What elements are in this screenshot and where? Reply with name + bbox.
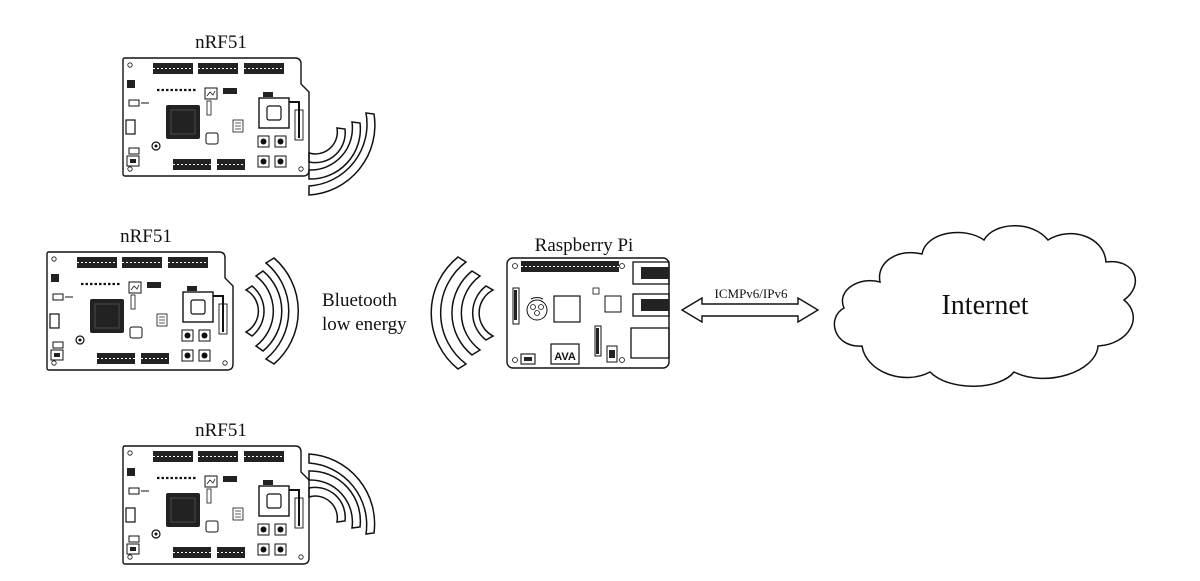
bluetooth-label-line2: low energy	[322, 314, 407, 335]
radio-waves-top	[308, 112, 376, 196]
raspberry-pi-board	[506, 257, 670, 369]
nrf51-board-top	[121, 56, 311, 178]
nrf51-board-middle	[45, 250, 235, 372]
raspberry-pi-label: Raspberry Pi	[535, 235, 634, 256]
ipv6-link-arrow	[680, 296, 820, 324]
nrf51-bottom-label: nRF51	[195, 420, 247, 441]
internet-label: Internet	[941, 290, 1028, 321]
ipv6-link-label: ICMPv6/IPv6	[715, 286, 788, 301]
radio-waves-gateway	[430, 256, 495, 370]
bluetooth-label-line1: Bluetooth	[322, 290, 397, 311]
nrf51-board-bottom	[121, 444, 311, 566]
nrf51-middle-label: nRF51	[120, 226, 172, 247]
internet-cloud	[833, 225, 1136, 387]
radio-waves-bottom	[308, 453, 376, 535]
nrf51-top-label: nRF51	[195, 32, 247, 53]
radio-waves-middle-left	[244, 257, 300, 365]
